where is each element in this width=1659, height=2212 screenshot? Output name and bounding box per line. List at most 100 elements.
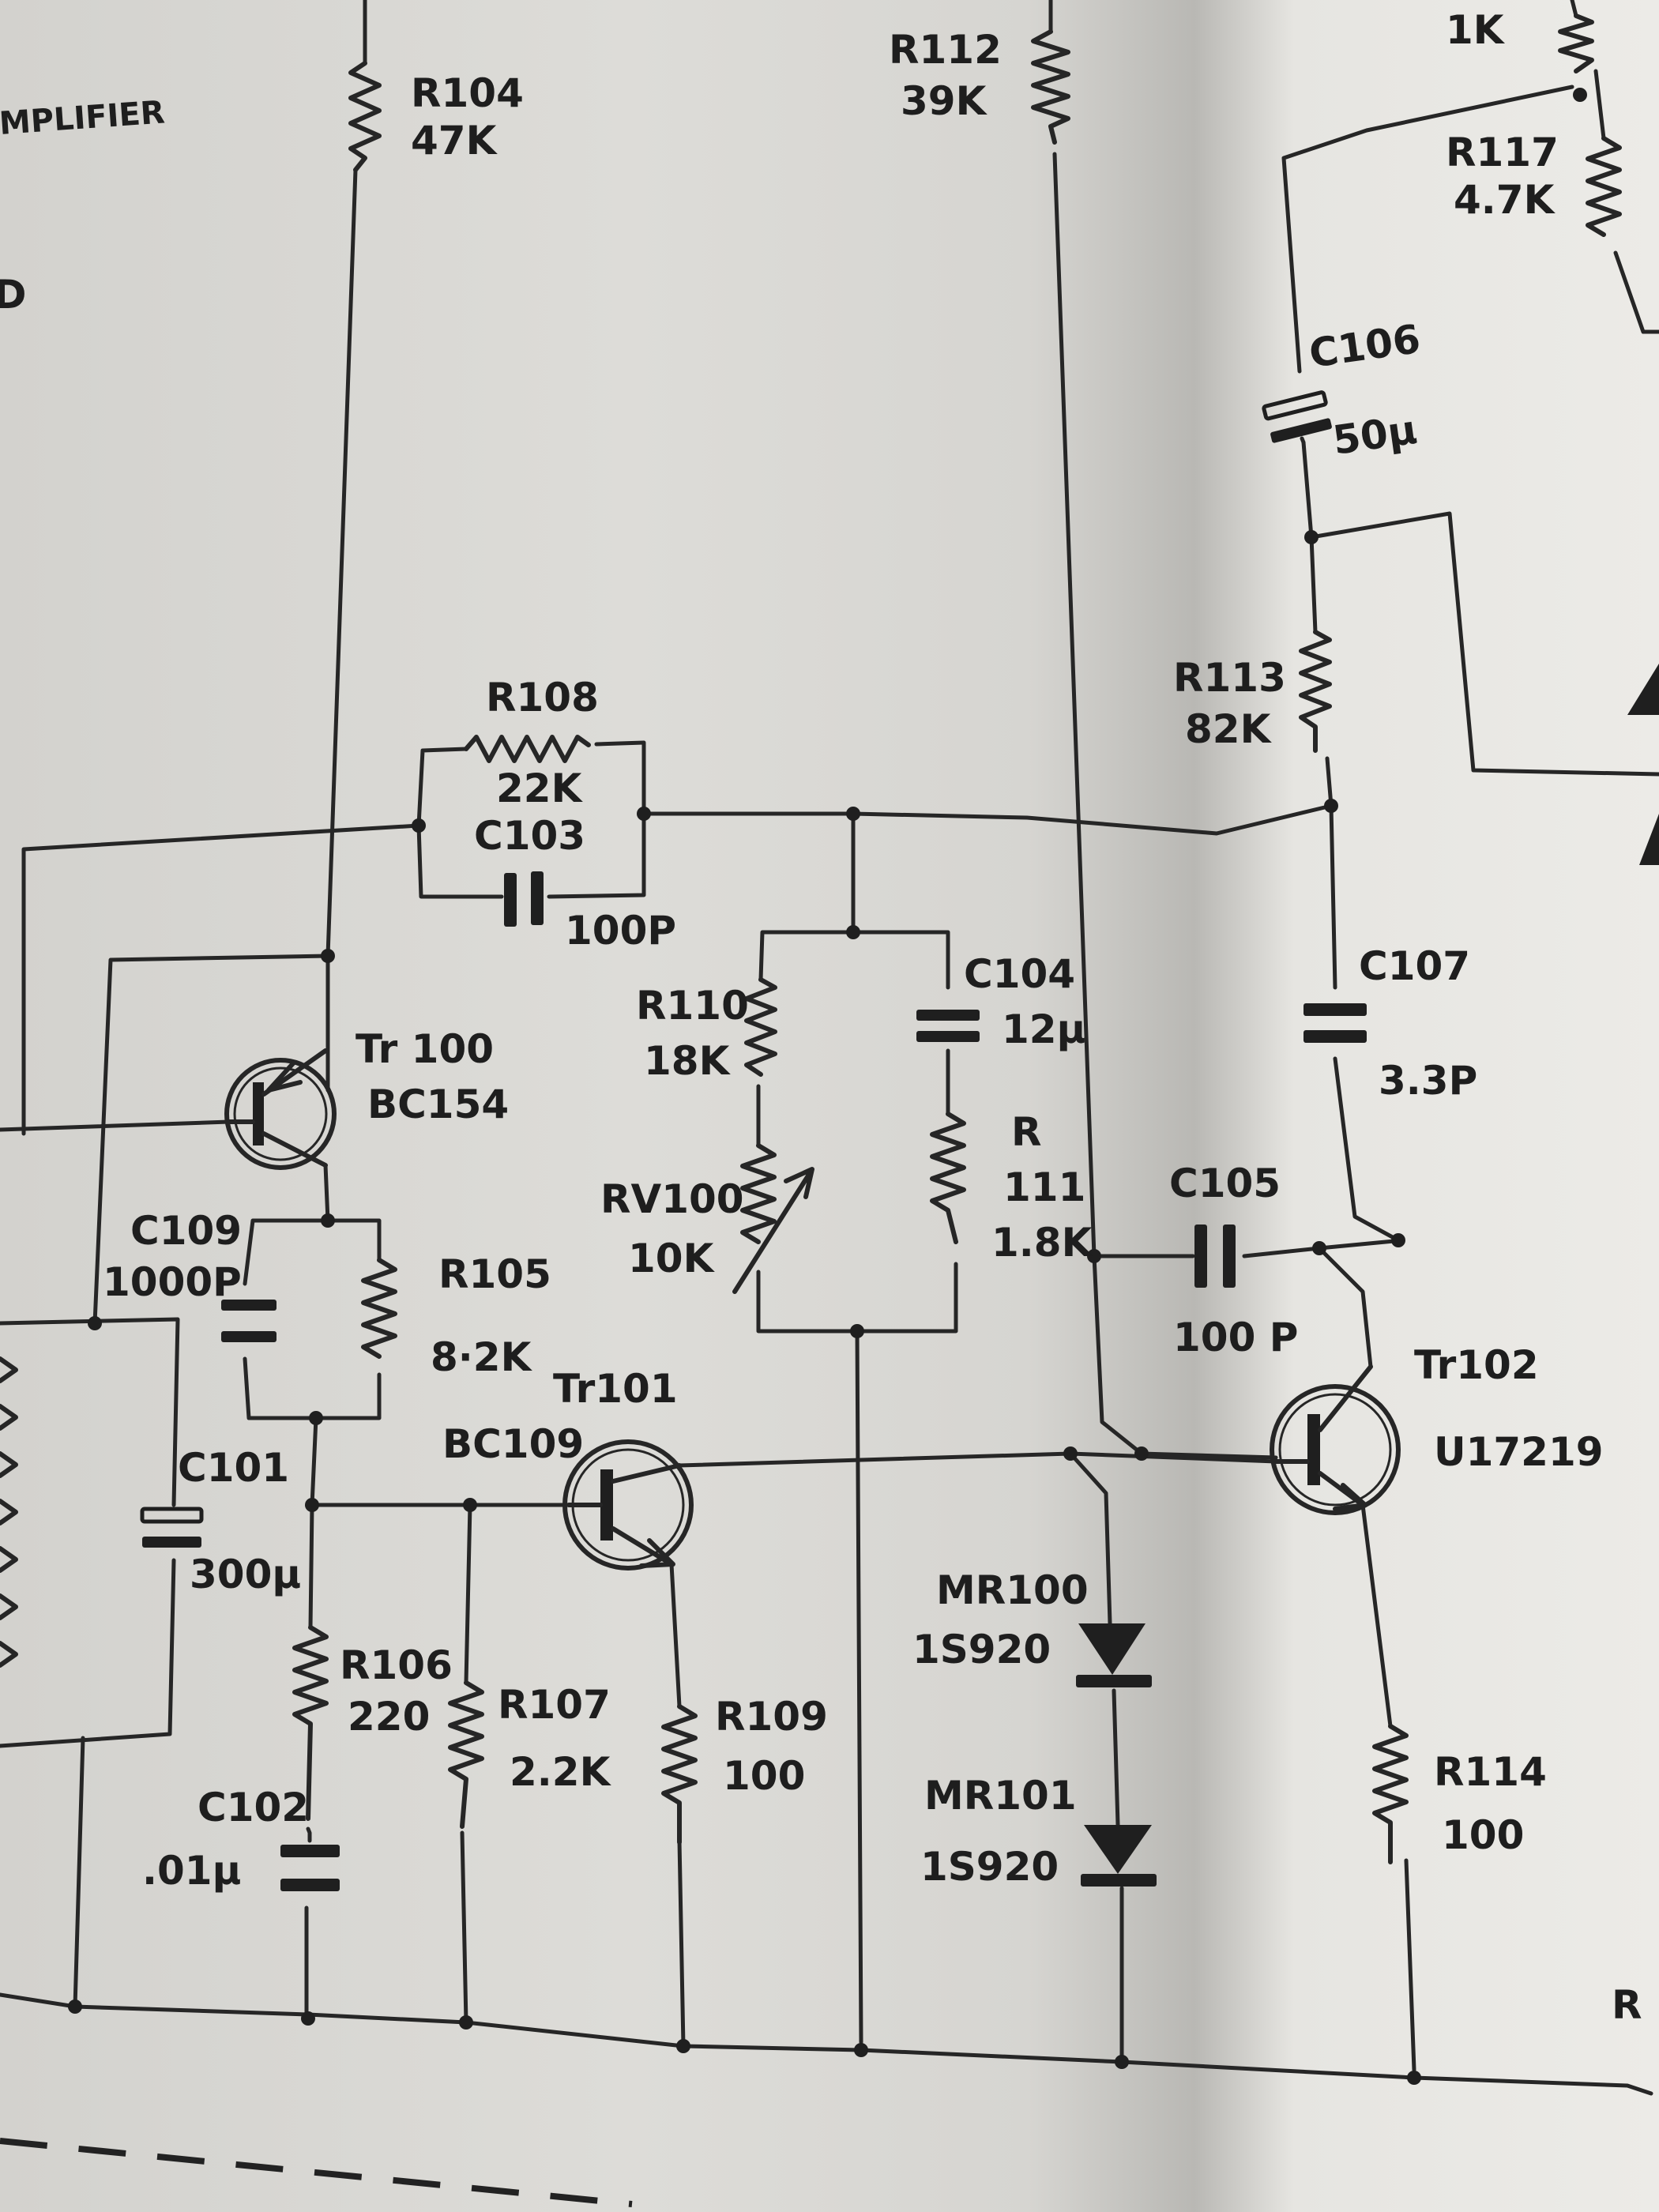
resistor-r117 <box>1586 136 1622 237</box>
wire-r109-column <box>669 1562 686 2048</box>
label-r108-value: 22K <box>496 766 584 811</box>
transistor-tr101 <box>562 1439 694 1571</box>
label-mr100-value: 1S920 <box>912 1627 1051 1672</box>
wire-r107-column <box>460 1503 472 2025</box>
label-r111-ref-line2: 111 <box>1003 1164 1085 1210</box>
wire-right-loop <box>1309 511 1659 777</box>
capacitor-c104 <box>916 1010 980 1042</box>
wire-c106-column <box>1281 85 1574 445</box>
wire-tr100-collector <box>323 1163 330 1223</box>
resistor-r110 <box>744 977 777 1077</box>
label-r113-value: 82K <box>1185 706 1273 752</box>
resistor-rv100 <box>740 1143 777 1244</box>
label-c104-value: 12µ <box>1002 1006 1085 1052</box>
label-tr102-value: U17219 <box>1434 1429 1604 1475</box>
label-c106-value: 50µ <box>1330 407 1420 464</box>
label-tr101-value: BC109 <box>442 1421 584 1467</box>
capacitor-c101 <box>140 1507 204 1548</box>
wire-r105-box <box>243 1218 382 1420</box>
label-c102-value: .01µ <box>142 1848 241 1894</box>
label-c105-ref: C105 <box>1169 1161 1281 1206</box>
wire-top-bus <box>21 803 1334 1136</box>
label-r114-ref: R114 <box>1434 1749 1547 1795</box>
label-edge-letter: R <box>1612 1982 1642 2028</box>
label-r111-ref-line1: R <box>1011 1109 1042 1155</box>
label-r113-ref: R113 <box>1173 655 1286 701</box>
label-r110-value: 18K <box>644 1038 732 1084</box>
resistor-r109 <box>661 1704 698 1845</box>
label-c106-ref: C106 <box>1307 316 1424 377</box>
label-r109-ref: R109 <box>715 1694 828 1740</box>
label-r117-ref: R117 <box>1446 130 1559 175</box>
capacitor-c105 <box>1194 1224 1236 1288</box>
diodes <box>1076 664 1659 1887</box>
label-c109-value: 1000P <box>103 1259 242 1305</box>
label-c102-ref: C102 <box>198 1785 309 1830</box>
label-r106-value: 220 <box>348 1694 430 1740</box>
label-r104-value: 47K <box>411 118 498 164</box>
wire-ground-bus <box>0 1992 1653 2096</box>
wire-r108-c103-box <box>416 740 646 899</box>
label-c103-ref: C103 <box>474 813 585 859</box>
label-mr101-ref: MR101 <box>924 1773 1077 1819</box>
label-r107-ref: R107 <box>498 1682 611 1728</box>
wire-r114-column <box>1360 1503 1416 2072</box>
label-c103-value: 100P <box>565 908 676 954</box>
capacitor-c106 <box>1262 390 1332 443</box>
resistor-top-right-1k <box>1558 13 1594 73</box>
label-r110-ref: R110 <box>636 983 749 1029</box>
capacitor-c103 <box>504 871 544 927</box>
edge-fragment: D <box>0 272 27 318</box>
transistors <box>224 1048 1401 1571</box>
label-mr100-ref: MR100 <box>936 1567 1089 1613</box>
transistor-tr100 <box>224 1048 337 1170</box>
wire-tr102-collector <box>1317 1246 1373 1369</box>
label-r105-value: 8·2K <box>431 1334 533 1380</box>
resistor-left-edge <box>0 1356 18 1668</box>
label-r107-value: 2.2K <box>510 1749 612 1795</box>
wire-c107-column <box>1329 803 1401 1243</box>
resistor-r106 <box>292 1625 329 1821</box>
dashed-boundary <box>0 2138 633 2207</box>
resistor-r111 <box>930 1112 966 1244</box>
label-c105-value: 100 P <box>1173 1315 1298 1360</box>
label-c107-ref: C107 <box>1359 943 1470 989</box>
resistor-r114 <box>1372 1724 1409 1864</box>
diode-mr100 <box>1076 1623 1152 1687</box>
wire-left-ground-drop <box>73 1736 85 2009</box>
wire-network-ground <box>855 1329 863 2045</box>
label-c101-ref: C101 <box>178 1445 289 1491</box>
wire-network-top <box>758 811 950 990</box>
wire-r117-column <box>1570 0 1659 334</box>
junction-dots <box>68 88 1587 2085</box>
resistor-r105 <box>361 1258 397 1359</box>
label-r112-ref: R112 <box>889 27 1002 73</box>
labels: MPLIFIER D R104 47K R112 39K 1K R117 4.7… <box>0 7 1642 2028</box>
diode-mr101 <box>1081 1825 1157 1887</box>
label-r117-value: 4.7K <box>1454 177 1556 223</box>
diode-right-edge <box>1627 664 1659 865</box>
resistor-r108 <box>464 735 591 763</box>
label-c104-ref: C104 <box>964 951 1075 997</box>
label-r109-value: 100 <box>723 1753 805 1799</box>
label-r108-ref: R108 <box>486 675 599 720</box>
label-rv100-ref: RV100 <box>600 1176 744 1222</box>
capacitors <box>140 390 1367 1891</box>
label-tr102-ref: Tr102 <box>1414 1342 1539 1388</box>
resistor-r113 <box>1299 630 1332 753</box>
wire-r112-column <box>1048 0 1278 1460</box>
label-r105-ref: R105 <box>438 1251 551 1297</box>
resistor-r112 <box>1031 29 1070 145</box>
label-c101-value: 300µ <box>190 1552 301 1597</box>
label-r106-ref: R106 <box>340 1642 453 1688</box>
transistor-tr102 <box>1270 1364 1401 1515</box>
rv100-wiper-arrow <box>732 1167 814 1294</box>
resistors <box>0 13 1622 1864</box>
wire-c109-column <box>92 954 330 1326</box>
wire-c105 <box>1092 1238 1405 1258</box>
wire-diode-column <box>1068 1451 1124 2064</box>
wire-c101-box <box>0 1317 180 1748</box>
